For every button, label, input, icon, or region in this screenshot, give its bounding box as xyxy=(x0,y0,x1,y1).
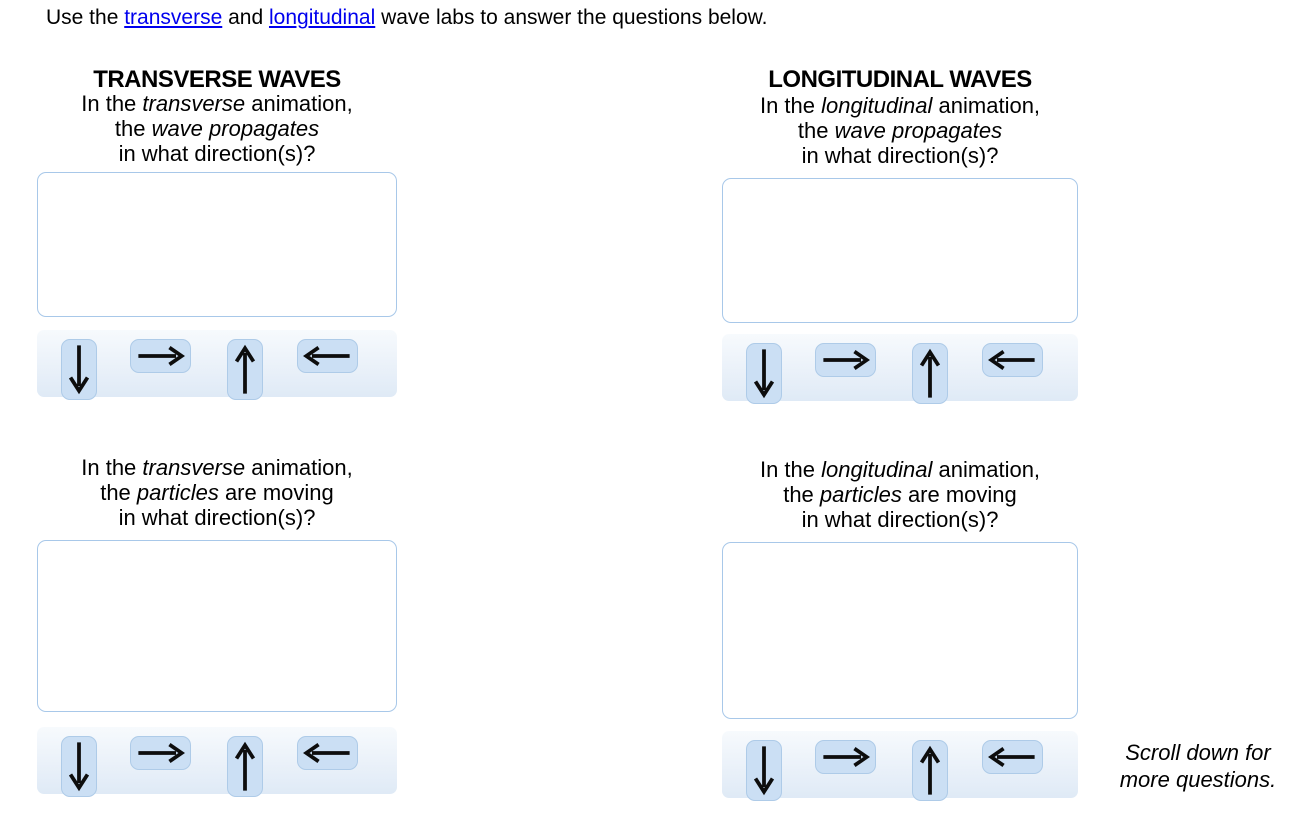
arrow-right-button[interactable] xyxy=(130,339,191,373)
arrow-up-icon xyxy=(234,741,256,791)
instruction-mid: and xyxy=(222,6,269,29)
question-text-italic: transverse xyxy=(142,455,246,480)
arrow-down-icon xyxy=(753,746,775,796)
arrow-left-icon xyxy=(988,746,1035,768)
longitudinal-particles-arrow-tray xyxy=(722,731,1078,801)
question-text: animation, xyxy=(245,455,353,480)
arrow-right-button[interactable] xyxy=(815,343,876,377)
transverse-lab-link[interactable]: transverse xyxy=(124,6,223,29)
question-text-italic: particles xyxy=(819,482,902,507)
arrow-left-button[interactable] xyxy=(297,736,358,770)
question-text: the xyxy=(114,116,152,141)
transverse-column: TRANSVERSE WAVES In the transverse anima… xyxy=(37,0,397,820)
instruction-pre: Use the xyxy=(46,6,125,29)
instruction-text: Use the transverse and longitudinal wave… xyxy=(46,4,767,31)
longitudinal-column: LONGITUDINAL WAVES In the longitudinal a… xyxy=(722,0,1078,820)
transverse-wave-arrow-tray xyxy=(37,330,397,400)
longitudinal-particles-direction-dropzone[interactable] xyxy=(722,542,1078,719)
arrow-left-icon xyxy=(303,742,350,764)
arrow-down-button[interactable] xyxy=(746,343,782,404)
question-text: in what direction(s)? xyxy=(118,141,316,166)
question-text: in what direction(s)? xyxy=(801,507,999,532)
question-text-italic: longitudinal xyxy=(821,457,933,482)
arrow-down-button[interactable] xyxy=(61,339,97,400)
arrow-down-button[interactable] xyxy=(746,740,782,801)
question-text: the xyxy=(797,118,835,143)
transverse-heading: TRANSVERSE WAVES xyxy=(93,65,341,93)
arrow-right-icon xyxy=(823,746,870,768)
longitudinal-lab-link[interactable]: longitudinal xyxy=(268,6,376,29)
arrow-down-icon xyxy=(68,345,90,395)
question-text: the xyxy=(100,480,137,505)
longitudinal-heading: LONGITUDINAL WAVES xyxy=(768,65,1032,93)
arrow-up-button[interactable] xyxy=(912,740,948,801)
question-text: in what direction(s)? xyxy=(801,143,999,168)
arrow-up-button[interactable] xyxy=(227,736,263,797)
arrow-down-button[interactable] xyxy=(61,736,97,797)
arrow-left-button[interactable] xyxy=(982,740,1043,774)
question-text: animation, xyxy=(932,93,1041,118)
transverse-particles-direction-dropzone[interactable] xyxy=(37,540,397,712)
scroll-note-line2: more questions. xyxy=(1119,767,1277,792)
arrow-down-icon xyxy=(68,742,90,792)
question-text-italic: particles xyxy=(136,480,219,505)
question-text-italic: transverse xyxy=(142,91,246,116)
arrow-right-button[interactable] xyxy=(130,736,191,770)
question-text: In the xyxy=(759,93,822,118)
arrow-up-button[interactable] xyxy=(227,339,263,400)
scroll-note-line1: Scroll down for xyxy=(1125,740,1271,765)
question-text-italic: wave propagates xyxy=(151,116,320,141)
question-text: in what direction(s)? xyxy=(118,505,316,530)
transverse-particles-question: In the transverse animation, the particl… xyxy=(17,455,417,530)
longitudinal-particles-question: In the longitudinal animation, the parti… xyxy=(702,457,1098,532)
transverse-particles-arrow-tray xyxy=(37,727,397,797)
arrow-left-icon xyxy=(303,345,350,367)
question-text-italic: longitudinal xyxy=(821,93,933,118)
arrow-up-button[interactable] xyxy=(912,343,948,404)
arrow-right-button[interactable] xyxy=(815,740,876,774)
question-text: In the xyxy=(81,91,143,116)
arrow-right-icon xyxy=(138,345,185,367)
arrow-down-icon xyxy=(753,349,775,399)
transverse-wave-direction-dropzone[interactable] xyxy=(37,172,397,317)
longitudinal-wave-direction-dropzone[interactable] xyxy=(722,178,1078,323)
question-text: In the xyxy=(759,457,822,482)
question-text: animation, xyxy=(932,457,1041,482)
arrow-up-icon xyxy=(919,348,941,398)
question-text: are moving xyxy=(901,482,1017,507)
question-text: animation, xyxy=(245,91,353,116)
question-text: are moving xyxy=(218,480,334,505)
arrow-left-icon xyxy=(988,349,1035,371)
question-text-italic: wave propagates xyxy=(834,118,1003,143)
longitudinal-propagation-question: In the longitudinal animation, the wave … xyxy=(702,93,1098,168)
scroll-note: Scroll down for more questions. xyxy=(1098,739,1298,793)
arrow-right-icon xyxy=(823,349,870,371)
question-text: In the xyxy=(81,455,143,480)
arrow-left-button[interactable] xyxy=(982,343,1043,377)
arrow-left-button[interactable] xyxy=(297,339,358,373)
instruction-post: wave labs to answer the questions below. xyxy=(375,6,768,29)
arrow-up-icon xyxy=(919,745,941,795)
transverse-propagation-question: In the transverse animation, the wave pr… xyxy=(17,91,417,166)
question-text: the xyxy=(783,482,820,507)
arrow-up-icon xyxy=(234,344,256,394)
arrow-right-icon xyxy=(138,742,185,764)
longitudinal-wave-arrow-tray xyxy=(722,334,1078,404)
